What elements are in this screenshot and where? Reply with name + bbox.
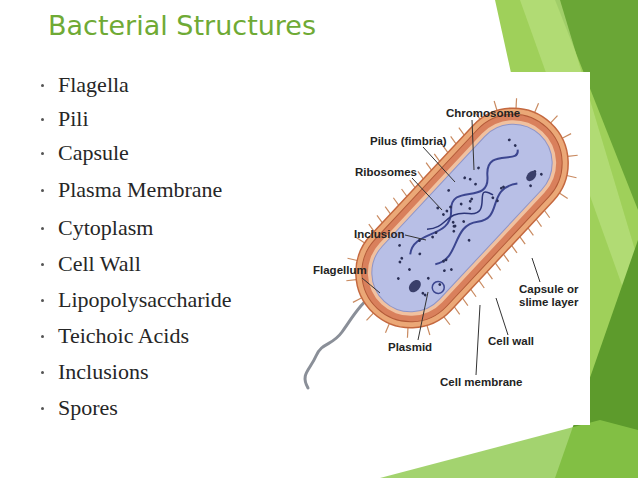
ribosome-dot (452, 224, 456, 228)
bullet-item: Flagella (58, 72, 129, 98)
ribosome-dot (398, 260, 402, 264)
ribosome-dot (418, 252, 422, 256)
leader-line (472, 120, 474, 170)
ribosome-dot (474, 182, 478, 186)
ribosome-group (379, 131, 546, 304)
ribosome-dot (499, 186, 503, 190)
bullet-dot (41, 371, 44, 374)
ribosome-dot (477, 166, 481, 170)
bullet-item: Pili (58, 106, 89, 132)
bullet-item: Spores (58, 395, 118, 421)
ribosome-dot (442, 259, 446, 263)
inclusion-drawing (524, 169, 538, 183)
bullet-dot (41, 335, 44, 338)
leader-line (412, 178, 442, 210)
bullet-dot (41, 189, 44, 192)
bullet-dot (41, 263, 44, 266)
pilus-drawing (348, 255, 358, 265)
leader-line (476, 305, 480, 375)
part-label: Plasmid (388, 341, 432, 354)
leader-line (496, 298, 508, 335)
ribosome-dot (459, 202, 463, 206)
ribosome-dot (513, 144, 517, 148)
pilus-drawing (346, 275, 356, 285)
ribosome-dot (491, 196, 495, 200)
pilus-drawing (511, 98, 521, 108)
bullet-dot (41, 84, 44, 87)
pilus-drawing (559, 192, 567, 200)
bullet-item: Lipopolysaccharide (58, 287, 232, 313)
ribosome-dot (495, 199, 499, 203)
pilus-drawing (367, 313, 374, 320)
ribosome-dot (452, 229, 456, 233)
background-shape (380, 420, 638, 478)
pili-group (320, 72, 605, 364)
bullet-item: Cytoplasm (58, 215, 153, 241)
bullet-item: Capsule (58, 140, 129, 166)
ribosome-dot (396, 277, 400, 281)
pilus-drawing (403, 328, 413, 338)
ribosome-dot (426, 276, 430, 280)
pilus-drawing (443, 317, 451, 325)
part-label: Flagellum (313, 264, 367, 277)
bacterium-cell (320, 72, 605, 364)
bullet-dot (41, 118, 44, 121)
ribosome-dot (449, 205, 453, 209)
ribosome-dot (462, 220, 466, 224)
part-label: Ribosomes (355, 166, 417, 179)
leader-line (362, 278, 380, 293)
ribosome-dot (463, 176, 467, 180)
ribosome-dot (468, 206, 472, 210)
pilus-drawing (568, 151, 578, 161)
leader-lines (362, 120, 540, 375)
ribosome-dot (449, 268, 453, 272)
ribosome-dot (407, 268, 411, 272)
image-panel (298, 72, 590, 425)
plasmid-drawing (430, 279, 447, 296)
part-label: Chromosome (446, 107, 520, 120)
bullet-dot (41, 407, 44, 410)
bullet-dot (41, 152, 44, 155)
ribosome-dot (438, 283, 442, 287)
bullet-item: Cell Wall (58, 251, 141, 277)
ribosome-dot (470, 197, 474, 201)
ribosome-dot (441, 212, 445, 216)
bullet-dot (41, 227, 44, 230)
bullet-dot (41, 299, 44, 302)
slide-title: Bacterial Structures (48, 10, 316, 41)
ribosome-dot (539, 172, 543, 176)
pilus-drawing (551, 116, 558, 123)
part-label: Capsule or slime layer (519, 283, 589, 309)
leader-line (423, 147, 455, 182)
leader-line (405, 235, 426, 240)
pilus-drawing (567, 172, 577, 182)
ribosome-dot (442, 269, 446, 273)
ribosome-dot (451, 220, 455, 224)
chromosome-drawing (406, 141, 536, 276)
part-label: Pilus (fimbria) (370, 135, 447, 148)
ribosome-dot (423, 293, 427, 297)
ribosome-dot (529, 184, 533, 188)
ribosome-dot (400, 256, 404, 260)
bullet-item: Inclusions (58, 359, 148, 385)
part-label: Inclusion (354, 228, 404, 241)
capsule-layer (333, 85, 591, 350)
part-label: Cell wall (488, 335, 534, 348)
chromosome-drawing (427, 178, 494, 247)
leader-line (418, 292, 428, 340)
part-label: Cell membrane (440, 376, 522, 389)
ribosome-dot (445, 209, 449, 213)
bullet-item: Teichoic Acids (58, 323, 189, 349)
bullet-item: Plasma Membrane (58, 177, 222, 203)
ribosome-dot (468, 177, 472, 181)
ribosome-dot (398, 243, 402, 247)
ribosome-dot (507, 138, 511, 142)
inclusion-drawing (406, 278, 423, 295)
ribosome-dot (447, 188, 451, 192)
ribosome-dot (431, 235, 435, 239)
leader-line (532, 258, 540, 282)
ribosome-dot (434, 231, 438, 235)
ribosome-dot (467, 238, 471, 242)
